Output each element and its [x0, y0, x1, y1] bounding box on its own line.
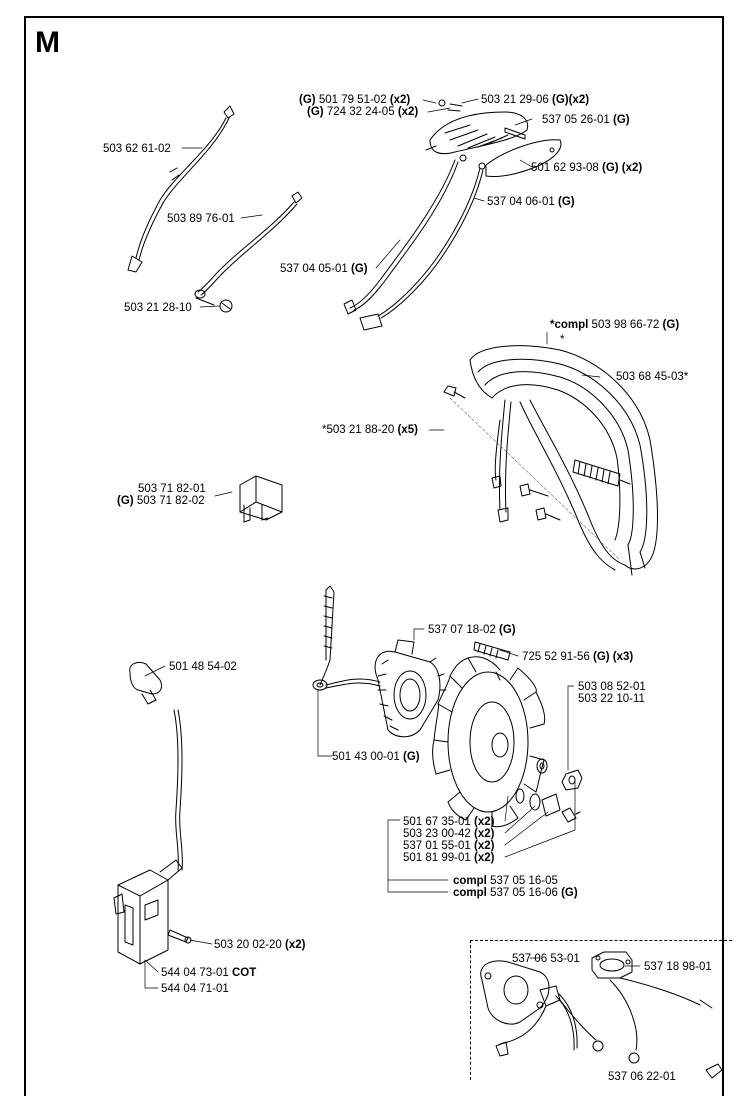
label-part-537-05-16-06: compl 537 05 16-06 (G) — [453, 887, 578, 899]
stop-switch — [239, 475, 283, 523]
optional-kit-parts — [480, 951, 723, 1079]
label-part-537-04-05-01: 537 04 05-01 (G) — [280, 263, 368, 275]
label-part-537-07-18-02: 537 07 18-02 (G) — [428, 624, 516, 636]
label-part-501-48-54-02: 501 48 54-02 — [169, 661, 237, 673]
label-part-501-81-99-01: 501 81 99-01 (x2) — [403, 852, 495, 864]
label-part-501-79-51-02: (G) 501 79 51-02 (x2) — [299, 94, 411, 106]
diagram-frame — [24, 16, 724, 1096]
label-part-503-21-28-10: 503 21 28-10 — [124, 302, 192, 314]
label-part-503-89-76-01: 503 89 76-01 — [167, 213, 235, 225]
label-part-503-21-88-20: *503 21 88-20 (x5) — [322, 424, 418, 436]
throttle-cable-assembly — [343, 99, 562, 331]
label-part-503-98-66-72: *compl 503 98 66-72 (G) — [550, 319, 680, 331]
label-part-503-20-02-20: 503 20 02-20 (x2) — [214, 939, 306, 951]
spark-plug-cap — [129, 661, 183, 871]
cable-503-89-76-01 — [194, 191, 303, 313]
label-part-503-71-82-02: (G) 503 71 82-02 — [117, 495, 205, 507]
label-part-501-67-35-01: 501 67 35-01 (x2) — [403, 816, 495, 828]
stator-coil — [374, 639, 511, 738]
label-part-503-71-82-01: 503 71 82-01 — [138, 483, 206, 495]
label-part-537-01-55-01: 537 01 55-01 (x2) — [403, 840, 495, 852]
ignition-wire-and-grommet — [312, 585, 381, 691]
label-part-537-06-53-01: 537 06 53-01 — [512, 953, 580, 965]
hardware-small-parts — [515, 758, 583, 823]
label-part-544-04-73-01: 544 04 73-01 COT — [161, 967, 257, 979]
label-part-503-21-29-06: 503 21 29-06 (G)(x2) — [481, 94, 590, 106]
label-part-501-62-93-08: 501 62 93-08 (G) (x2) — [531, 162, 643, 174]
label-part-544-04-71-01: 544 04 71-01 — [161, 983, 229, 995]
label-part-537-04-06-01: 537 04 06-01 (G) — [487, 196, 575, 208]
leader-lines — [144, 98, 641, 989]
label-asterisk: * — [560, 334, 565, 346]
label-part-503-23-00-42: 503 23 00-42 (x2) — [403, 828, 495, 840]
label-part-503-22-10-11: 503 22 10-11 — [578, 693, 645, 705]
label-part-503-08-52-01: 503 08 52-01 — [578, 681, 646, 693]
cable-503-62-61-02 — [127, 105, 235, 273]
label-part-503-68-45-03: 503 68 45-03* — [616, 371, 689, 383]
section-letter: M — [35, 26, 60, 59]
label-part-537-05-26-01: 537 05 26-01 (G) — [542, 114, 630, 126]
label-part-725-52-91-56: 725 52 91-56 (G) (x3) — [522, 651, 634, 663]
label-part-537-06-22-01: 537 06 22-01 — [608, 1071, 676, 1083]
optional-parts-dashed-box — [470, 940, 732, 1080]
label-part-503-62-61-02: 503 62 61-02 — [103, 143, 171, 155]
label-part-537-18-98-01: 537 18 98-01 — [644, 961, 712, 973]
ignition-module — [113, 859, 192, 965]
label-part-724-32-24-05: (G) 724 32 24-05 (x2) — [307, 106, 419, 118]
label-part-501-43-00-01: 501 43 00-01 (G) — [332, 751, 420, 763]
flywheel — [432, 656, 546, 828]
handle-bar — [443, 345, 658, 576]
label-part-537-05-16-05: compl 537 05 16-05 — [453, 875, 558, 887]
